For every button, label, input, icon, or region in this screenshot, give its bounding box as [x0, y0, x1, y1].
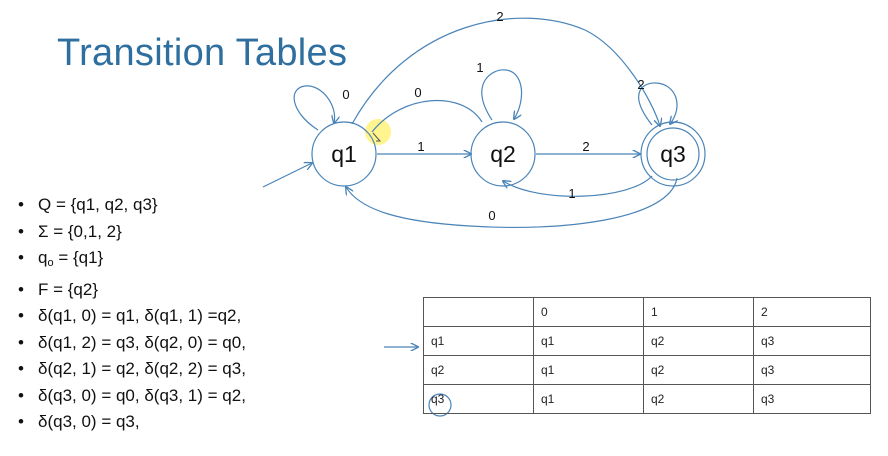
delta-line: δ(q3, 0) = q0, δ(q3, 1) = q2,: [38, 385, 246, 405]
edge-label-q2-self: 1: [476, 60, 483, 75]
state-label-q1: q1: [331, 141, 357, 167]
table-cell: q1: [533, 384, 644, 414]
final-states: F = {q2}: [38, 279, 99, 299]
edge-label-q1-self: 0: [342, 87, 349, 102]
list-item: δ(q1, 2) = q3, δ(q2, 0) = q0,: [18, 330, 246, 357]
table-header-row: 0 1 2: [423, 297, 871, 327]
list-item: δ(q1, 0) = q1, δ(q1, 1) =q2,: [18, 303, 246, 330]
edge-q3-q2: [503, 175, 653, 197]
table-cell: q3: [753, 326, 871, 356]
table-cell: q1: [533, 326, 644, 356]
definition-list: Q = {q1, q2, q3} Σ = {0,1, 2} qo = {q1} …: [18, 192, 246, 436]
start-state-prefix: q: [38, 248, 48, 267]
table-row: q3 q1 q2 q3: [423, 384, 871, 414]
edge-label-q3-q2: 1: [568, 186, 575, 201]
state-label-q3: q3: [660, 141, 686, 167]
edge-label-q3-q1: 0: [488, 208, 495, 223]
state-q2: [470, 121, 536, 187]
table-header-cell: 1: [643, 297, 754, 327]
list-item: Q = {q1, q2, q3}: [18, 192, 246, 219]
table-row: q2 q1 q2 q3: [423, 355, 871, 385]
table-cell: q2: [643, 384, 754, 414]
table-cell: q2: [643, 355, 754, 385]
table-cell: q2: [643, 326, 754, 356]
state-q1: [311, 121, 377, 187]
edge-q2-self: [481, 69, 523, 120]
transition-table: 0 1 2 q1 q1 q2 q3 q2 q1 q2 q3 q3 q1 q2 q…: [423, 297, 871, 414]
edge-label-q3-self: 2: [637, 77, 644, 92]
edge-q3-q1: [346, 177, 678, 228]
cursor-mark: [372, 132, 382, 142]
list-item: δ(q3, 0) = q3,: [18, 409, 246, 436]
delta-line: δ(q1, 2) = q3, δ(q2, 0) = q0,: [38, 332, 246, 352]
state-q3-outer: [640, 121, 706, 187]
delta-line: δ(q3, 0) = q3,: [38, 412, 140, 431]
table-cell: q2: [423, 355, 534, 385]
states-set: Q = {q1, q2, q3}: [38, 195, 158, 214]
edge-label-q1-q2-upper: 0: [414, 85, 421, 100]
list-item: Σ = {0,1, 2}: [18, 219, 246, 246]
table-row: q1 q1 q2 q3: [423, 326, 871, 356]
table-cell: q1: [423, 326, 534, 356]
edge-q3-self: [638, 82, 677, 125]
table-cell: q3: [753, 355, 871, 385]
table-cell: q3: [753, 384, 871, 414]
state-label-q2: q2: [490, 141, 516, 167]
table-header-cell: 2: [753, 297, 871, 327]
list-item: F = {q2}: [18, 277, 246, 304]
delta-line: δ(q1, 0) = q1, δ(q1, 1) =q2,: [38, 306, 242, 325]
edge-q1-q2-upper: [371, 99, 483, 133]
table-header-cell: 0: [533, 297, 644, 327]
list-item: qo = {q1}: [18, 245, 246, 277]
delta-line: δ(q2, 1) = q2, δ(q2, 2) = q3,: [38, 359, 246, 378]
alphabet: Σ = {0,1, 2}: [38, 221, 122, 241]
edge-label-q2-q3: 2: [582, 139, 589, 154]
start-state-suffix: = {q1}: [53, 248, 104, 267]
list-item: δ(q3, 0) = q0, δ(q3, 1) = q2,: [18, 383, 246, 410]
table-cell: q3: [423, 384, 534, 414]
start-arrow: [262, 163, 312, 188]
table-cell: q1: [533, 355, 644, 385]
edge-q1-self: [293, 85, 334, 131]
table-header-cell: [423, 297, 534, 327]
page-title: Transition Tables: [57, 32, 348, 74]
edge-q1-q3-arc: [351, 17, 660, 126]
edge-label-q1-q2: 1: [417, 139, 424, 154]
list-item: δ(q2, 1) = q2, δ(q2, 2) = q3,: [18, 356, 246, 383]
state-q3-inner: [646, 127, 700, 181]
edge-label-q1-q3-arc: 2: [496, 9, 503, 24]
start-state-subscript: o: [47, 257, 54, 269]
